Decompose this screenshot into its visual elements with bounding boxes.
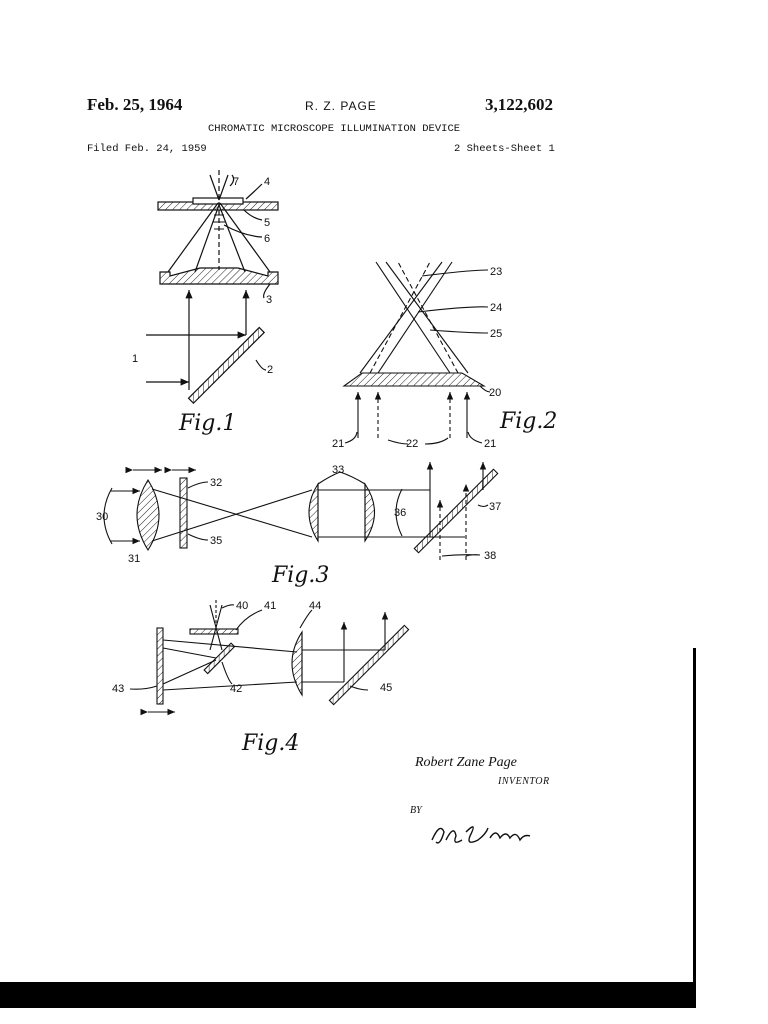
inventor-full-name: Robert Zane Page <box>415 755 517 770</box>
mirror-43 <box>156 627 164 705</box>
label-4: 4 <box>264 176 270 188</box>
label-22: 22 <box>406 438 418 450</box>
label-2: 2 <box>267 364 273 376</box>
label-38: 38 <box>484 550 496 562</box>
label-23: 23 <box>490 266 502 278</box>
plate-32 <box>179 477 188 549</box>
scan-edge-line <box>693 648 696 988</box>
mirror-37 <box>413 468 499 554</box>
label-43: 43 <box>112 683 124 695</box>
patent-date: Feb. 25, 1964 <box>87 95 183 114</box>
by-label: BY <box>410 805 422 816</box>
mirror-45 <box>328 624 410 706</box>
label-21-right: 21 <box>484 438 496 450</box>
label-35: 35 <box>210 535 222 547</box>
label-42: 42 <box>230 683 242 695</box>
label-45: 45 <box>380 682 392 694</box>
figure-3 <box>103 462 499 560</box>
figure-2 <box>342 261 491 445</box>
mirror-42 <box>203 642 236 675</box>
mirror-2 <box>187 326 266 405</box>
scan-bottom-bar <box>0 982 696 1008</box>
label-33: 33 <box>332 464 344 476</box>
label-25: 25 <box>490 328 502 340</box>
lens-33-right <box>364 482 375 543</box>
inventor-surname: R. Z. PAGE <box>305 99 377 113</box>
label-32: 32 <box>210 477 222 489</box>
fig1-caption: Fig.1 <box>178 411 236 436</box>
condenser-3 <box>159 267 279 285</box>
attorney-signature <box>431 826 531 844</box>
label-40: 40 <box>236 600 248 612</box>
condenser-20 <box>342 372 487 387</box>
figure-4 <box>129 600 410 716</box>
label-6: 6 <box>264 233 270 245</box>
label-7: 7 <box>233 176 239 188</box>
inventor-label: INVENTOR <box>498 776 550 787</box>
label-31: 31 <box>128 553 140 565</box>
filed-date: Filed Feb. 24, 1959 <box>87 143 207 155</box>
label-24: 24 <box>490 302 502 314</box>
label-37: 37 <box>489 501 501 513</box>
sheet-count: 2 Sheets-Sheet 1 <box>454 143 555 155</box>
label-20: 20 <box>489 387 501 399</box>
patent-number: 3,122,602 <box>485 95 553 114</box>
lens-31 <box>136 478 160 552</box>
aperture-41 <box>189 628 239 635</box>
patent-title: CHROMATIC MICROSCOPE ILLUMINATION DEVICE <box>208 123 461 135</box>
fig4-caption: Fig.4 <box>241 731 299 756</box>
label-44: 44 <box>309 600 321 612</box>
label-30: 30 <box>96 511 108 523</box>
label-41: 41 <box>264 600 276 612</box>
figure-1 <box>146 170 279 405</box>
fig3-caption: Fig.3 <box>271 563 329 588</box>
label-1: 1 <box>132 353 138 365</box>
label-36: 36 <box>394 507 406 519</box>
lens-44 <box>291 630 303 697</box>
label-21-left: 21 <box>332 438 344 450</box>
fig2-caption: Fig.2 <box>499 409 557 434</box>
lens-33-left <box>308 482 319 543</box>
label-3: 3 <box>266 294 272 306</box>
label-5: 5 <box>264 217 270 229</box>
